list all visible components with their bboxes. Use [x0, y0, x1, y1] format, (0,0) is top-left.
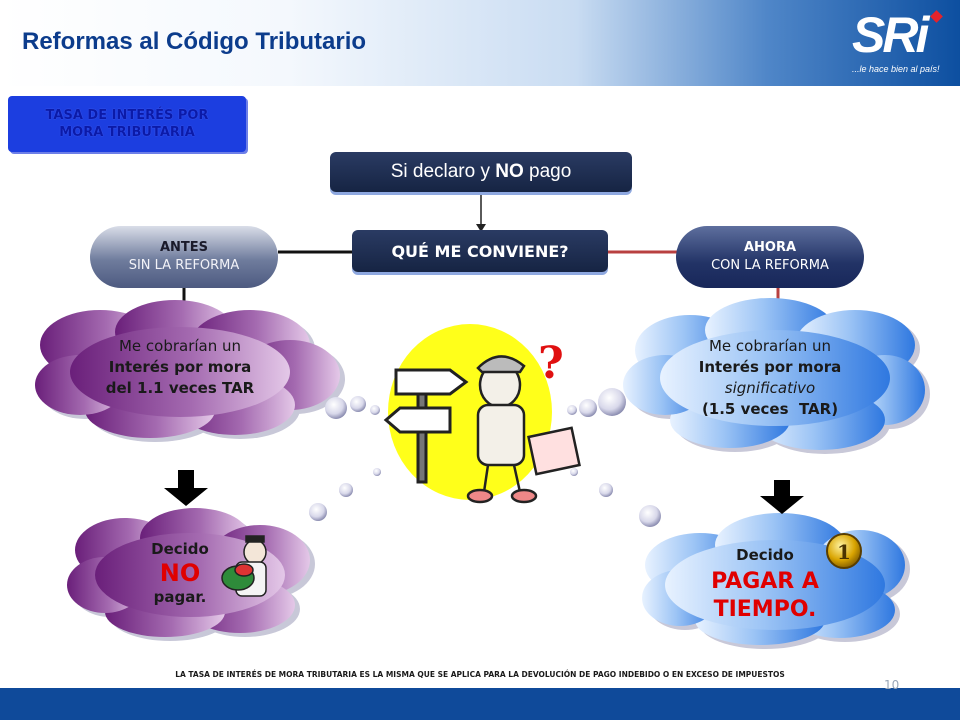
left-decision-cloud: [67, 508, 315, 641]
header-banner: [0, 0, 960, 86]
confused-man-icon: ?: [383, 324, 581, 504]
right-decision-line-2: PAGAR A: [711, 569, 819, 594]
right-decision-line-1: Decido: [736, 546, 794, 564]
ahora-pill-line-2: CON LA REFORMA: [711, 258, 829, 273]
gold-coin-icon: 1: [826, 533, 862, 569]
svg-text:1: 1: [837, 540, 851, 564]
question-pill: QUÉ ME CONVIENE?: [352, 230, 608, 272]
right-cloud-line-3: significativo: [724, 379, 816, 397]
logo-tagline: ...le hace bien al país!: [852, 64, 940, 74]
premise-suffix: pago: [523, 161, 572, 182]
left-decision-text: Decido NO pagar.: [130, 540, 230, 606]
left-decision-line-1: Decido: [151, 540, 209, 558]
logo-wordmark: SRi: [852, 7, 929, 63]
right-decision-cloud: [642, 513, 910, 649]
right-cloud-line-2: Interés por mora: [698, 358, 842, 376]
footnote: LA TASA DE INTERÉS DE MORA TRIBUTARIA ES…: [175, 670, 785, 679]
left-cloud-line-2: Interés por mora: [108, 358, 252, 376]
arrow-down-icon: [760, 480, 804, 514]
premise-prefix: Si declaro y: [390, 161, 496, 182]
left-decision-line-2: NO: [159, 559, 201, 587]
premise-pill: Si declaro y NO pago: [330, 152, 632, 192]
arrow-down-icon: [164, 470, 208, 506]
ahora-pill-line-1: AHORA: [743, 240, 797, 255]
antes-pill-line-1: ANTES: [159, 240, 209, 255]
right-cloud-text: Me cobrarían un Interés por mora signifi…: [660, 336, 880, 420]
right-cloud-line-4: (1.5 veces TAR): [701, 400, 839, 418]
left-cloud-line-1: Me cobrarían un: [118, 337, 242, 355]
left-decision-line-3: pagar.: [153, 588, 207, 606]
right-decision-text: Decido PAGAR A TIEMPO.: [680, 546, 850, 624]
footer-bar: [0, 688, 960, 720]
right-cloud-line-1: Me cobrarían un: [708, 337, 832, 355]
topic-line-2: MORA TRIBUTARIA: [59, 125, 195, 140]
topic-box: TASA DE INTERÉS POR MORA TRIBUTARIA: [8, 96, 246, 152]
premise-emphasis: NO: [495, 161, 524, 182]
thief-icon: [221, 535, 267, 597]
slide-title: Reformas al Código Tributario: [22, 28, 367, 55]
bubble-trail-icon: [309, 388, 661, 527]
topic-line-1: TASA DE INTERÉS POR: [45, 108, 209, 123]
arrowhead-top: [476, 224, 486, 232]
sri-logo: SRi ...le hace bien al país!: [836, 6, 956, 82]
page-number: 10: [884, 678, 900, 692]
right-decision-line-3: TIEMPO.: [713, 597, 817, 622]
signpost-icon: [383, 368, 469, 484]
right-cloud: [623, 298, 930, 454]
left-cloud: [35, 300, 345, 442]
antes-pill: ANTES SIN LA REFORMA: [90, 226, 278, 288]
left-cloud-text: Me cobrarían un Interés por mora del 1.1…: [70, 336, 290, 399]
left-cloud-line-3: del 1.1 veces TAR: [105, 379, 255, 397]
antes-pill-line-2: SIN LA REFORMA: [128, 258, 240, 273]
ahora-pill: AHORA CON LA REFORMA: [676, 226, 864, 288]
question-mark-icon: ?: [538, 338, 564, 389]
